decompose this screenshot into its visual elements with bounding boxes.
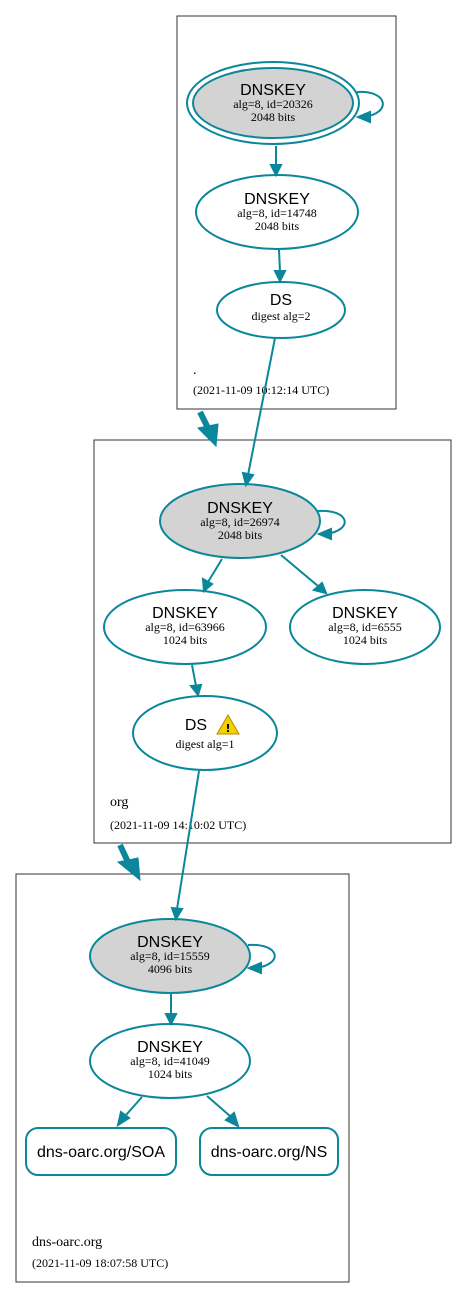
node-org-ksk-title: DNSKEY bbox=[207, 500, 273, 517]
edge-org-ds-oarc-ksk bbox=[170, 770, 200, 922]
node-org-zsk1-alg: alg=8, id=63966 bbox=[145, 620, 225, 634]
node-org-zsk2-title: DNSKEY bbox=[332, 605, 398, 622]
zone-org: org (2021-11-09 14:10:02 UTC) DNSKEY alg… bbox=[93, 439, 452, 844]
svg-text:!: ! bbox=[225, 722, 230, 735]
rrset-soa[interactable]: dns-oarc.org/SOA bbox=[25, 1127, 177, 1176]
rrset-ns-shape bbox=[199, 1127, 339, 1176]
delegation-root-org bbox=[196, 410, 219, 448]
node-oarc-ksk-alg: alg=8, id=15559 bbox=[130, 949, 210, 963]
node-root-ds[interactable]: DS digest alg=2 bbox=[216, 281, 346, 339]
node-org-zsk1-shape bbox=[103, 589, 267, 665]
node-root-zsk-title: DNSKEY bbox=[244, 191, 310, 208]
node-org-zsk-63966[interactable]: DNSKEY alg=8, id=63966 1024 bits bbox=[103, 589, 267, 665]
node-org-ksk[interactable]: DNSKEY alg=8, id=26974 2048 bits bbox=[159, 483, 321, 559]
edge-org-ksk-zsk2 bbox=[280, 554, 328, 595]
node-root-ksk-alg: alg=8, id=20326 bbox=[233, 97, 313, 111]
edge-root-zsk-ds bbox=[273, 249, 287, 284]
zone-org-name: org bbox=[110, 795, 128, 810]
self-loop-root-ksk bbox=[355, 90, 384, 124]
node-oarc-ksk-title: DNSKEY bbox=[137, 934, 203, 951]
edge-oarc-ksk-zsk bbox=[164, 994, 178, 1027]
zone-dnsoarc-name: dns-oarc.org bbox=[32, 1235, 102, 1250]
node-org-zsk2-bits: 1024 bits bbox=[343, 633, 388, 647]
self-loop-oarc-ksk bbox=[246, 943, 276, 975]
node-org-ds-shape bbox=[132, 695, 278, 771]
edges bbox=[116, 90, 384, 1128]
node-root-ksk-bits: 2048 bits bbox=[251, 110, 296, 124]
rrset-soa-label: dns-oarc.org/SOA bbox=[37, 1144, 165, 1161]
node-root-ksk[interactable]: DNSKEY alg=8, id=20326 2048 bits bbox=[186, 61, 360, 145]
node-org-ds-title: DS bbox=[185, 717, 207, 734]
node-oarc-zsk-alg: alg=8, id=41049 bbox=[130, 1054, 210, 1068]
node-root-zsk-bits: 2048 bits bbox=[255, 219, 300, 233]
node-org-ksk-bits: 2048 bits bbox=[218, 528, 263, 542]
edge-root-ds-org-ksk bbox=[241, 337, 276, 488]
edge-org-zsk1-ds bbox=[189, 664, 203, 698]
edge-oarc-zsk-ns bbox=[206, 1095, 240, 1128]
edge-root-ksk-zsk bbox=[269, 146, 283, 178]
node-oarc-ksk[interactable]: DNSKEY alg=8, id=15559 4096 bits bbox=[89, 918, 251, 994]
node-root-ds-digest: digest alg=2 bbox=[251, 309, 310, 323]
rrset-soa-shape bbox=[25, 1127, 177, 1176]
rrset-ns[interactable]: dns-oarc.org/NS bbox=[199, 1127, 339, 1176]
node-org-zsk1-title: DNSKEY bbox=[152, 605, 218, 622]
sep-outer-ring bbox=[186, 61, 360, 145]
zone-root-name: . bbox=[193, 363, 197, 378]
node-oarc-ksk-shape bbox=[89, 918, 251, 994]
node-org-ds[interactable]: DS ! digest alg=1 bbox=[132, 695, 278, 771]
node-root-zsk[interactable]: DNSKEY alg=8, id=14748 2048 bits bbox=[195, 174, 359, 250]
node-org-zsk2-alg: alg=8, id=6555 bbox=[328, 620, 402, 634]
edge-oarc-zsk-soa bbox=[116, 1096, 143, 1128]
node-oarc-ksk-bits: 4096 bits bbox=[148, 962, 193, 976]
node-oarc-zsk[interactable]: DNSKEY alg=8, id=41049 1024 bits bbox=[89, 1023, 251, 1099]
node-root-ds-shape bbox=[216, 281, 346, 339]
zone-dnsoarc-timestamp: (2021-11-09 18:07:58 UTC) bbox=[32, 1256, 168, 1270]
edge-org-ksk-zsk1 bbox=[201, 558, 223, 594]
node-root-zsk-alg: alg=8, id=14748 bbox=[237, 206, 317, 220]
zone-org-timestamp: (2021-11-09 14:10:02 UTC) bbox=[110, 818, 246, 832]
zone-root-timestamp: (2021-11-09 10:12:14 UTC) bbox=[193, 383, 329, 397]
zone-root: . (2021-11-09 10:12:14 UTC) DNSKEY alg=8… bbox=[176, 15, 397, 410]
node-org-ksk-shape bbox=[159, 483, 321, 559]
node-root-ksk-shape bbox=[192, 67, 354, 139]
node-org-zsk2-shape bbox=[289, 589, 441, 665]
node-root-ksk-title: DNSKEY bbox=[240, 82, 306, 99]
zone-dns-oarc: dns-oarc.org (2021-11-09 18:07:58 UTC) D… bbox=[15, 873, 350, 1283]
node-org-zsk1-bits: 1024 bits bbox=[163, 633, 208, 647]
delegation-org-dnsoarc bbox=[116, 843, 141, 882]
node-org-ds-digest: digest alg=1 bbox=[175, 737, 234, 751]
warning-icon: ! bbox=[216, 714, 240, 735]
node-oarc-zsk-bits: 1024 bits bbox=[148, 1067, 193, 1081]
self-loop-org-ksk bbox=[316, 509, 346, 541]
node-oarc-zsk-title: DNSKEY bbox=[137, 1039, 203, 1056]
node-root-ds-title: DS bbox=[270, 292, 292, 309]
node-org-ksk-alg: alg=8, id=26974 bbox=[200, 515, 280, 529]
node-org-zsk-6555[interactable]: DNSKEY alg=8, id=6555 1024 bits bbox=[289, 589, 441, 665]
rrset-ns-label: dns-oarc.org/NS bbox=[211, 1144, 328, 1161]
